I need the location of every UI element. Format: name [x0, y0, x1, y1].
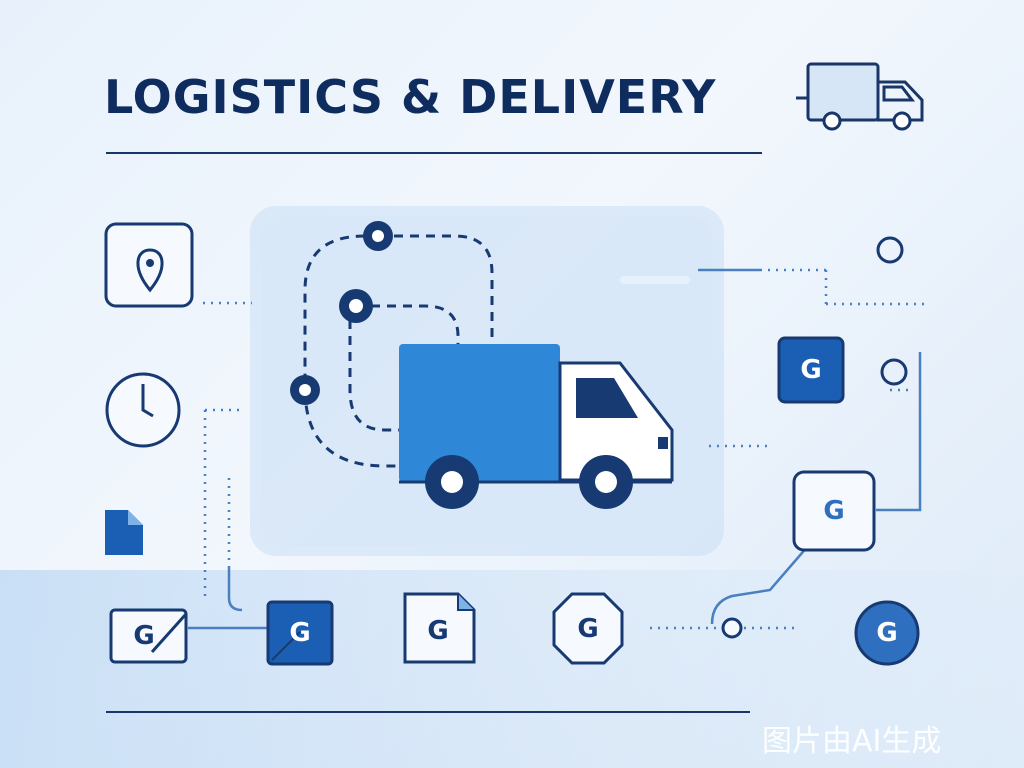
circle-icon: [876, 236, 904, 264]
g-tile-icon: G: [792, 470, 876, 552]
header-truck-icon: [796, 62, 924, 131]
g-letter: G: [427, 616, 448, 646]
route-paths: [303, 234, 494, 468]
g-coin-icon: G: [854, 600, 920, 666]
g-tile-icon: G: [266, 600, 334, 666]
page-title: LOGISTICS & DELIVERY: [104, 70, 717, 124]
g-letter: G: [133, 621, 154, 651]
document-icon: [105, 510, 143, 555]
g-letter: G: [800, 355, 821, 385]
route-stop-markers: [290, 221, 393, 405]
connector-lines: [203, 268, 924, 630]
g-octagon-icon: G: [552, 592, 624, 665]
g-letter: G: [577, 614, 598, 644]
route-node-icon: [721, 617, 743, 639]
g-document-icon: G: [403, 592, 476, 664]
ai-generated-watermark: 图片由AI生成: [762, 724, 942, 759]
connector-solid-lines: [188, 268, 922, 630]
g-envelope-icon: G: [109, 608, 188, 664]
clock-icon: [105, 372, 181, 448]
g-letter: G: [823, 496, 844, 526]
g-letter: G: [876, 618, 897, 648]
central-truck-icon: [399, 344, 674, 509]
location-pin-icon: [104, 222, 194, 308]
g-tile-icon: G: [777, 336, 845, 404]
background-band: [0, 570, 1024, 768]
circle-icon: [880, 358, 908, 386]
panel-glare: [620, 276, 690, 284]
footer-divider: [106, 711, 750, 713]
g-letter: G: [289, 618, 310, 648]
title-divider: [106, 152, 762, 154]
